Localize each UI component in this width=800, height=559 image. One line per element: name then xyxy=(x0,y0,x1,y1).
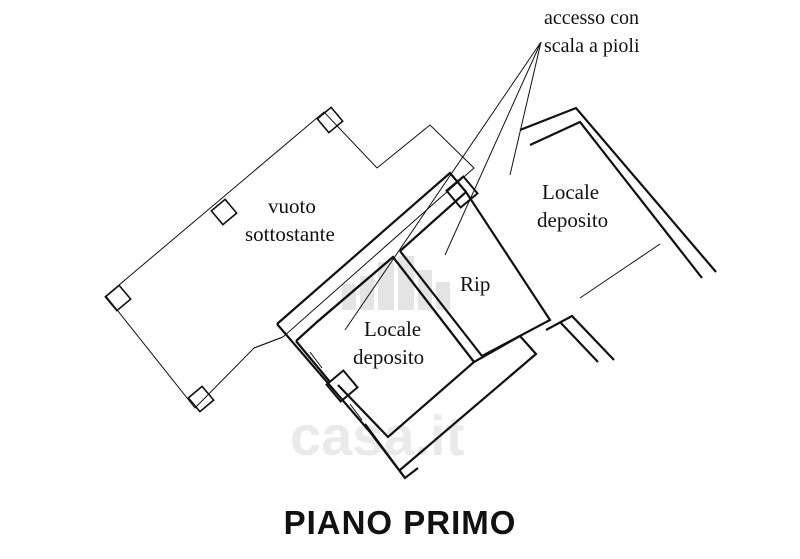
plan-title: PIANO PRIMO xyxy=(283,504,517,541)
leader-line-3 xyxy=(509,41,542,176)
partition-wall-a xyxy=(392,256,475,363)
label-void-line2: sottostante xyxy=(245,222,335,246)
window-mark-2 xyxy=(349,403,363,421)
window-mark-1 xyxy=(309,351,323,369)
watermark-text: casa.it xyxy=(290,404,464,467)
label-storage-top-line2: deposito xyxy=(537,208,608,232)
annotation-line2: scala a pioli xyxy=(544,35,640,57)
leader-line-1 xyxy=(344,41,542,331)
void-outline xyxy=(105,111,475,409)
leader-line-2 xyxy=(444,41,542,256)
void-lower-line xyxy=(253,336,284,349)
label-void-line1: vuoto xyxy=(268,194,316,218)
label-storage-bottom-line2: deposito xyxy=(353,345,424,369)
label-storage-bottom-line1: Locale xyxy=(364,317,421,341)
right-room-outer-wall xyxy=(519,106,717,273)
right-room-thin-wall xyxy=(579,243,661,299)
label-storage-top-line1: Locale xyxy=(542,180,599,204)
right-room-inner-wall xyxy=(529,120,703,279)
wall-bottom-closing xyxy=(364,423,419,480)
wall-lower-left-inner xyxy=(295,340,331,383)
label-rip: Rip xyxy=(460,272,490,296)
pillar-2 xyxy=(210,198,238,226)
pillar-4 xyxy=(187,385,215,413)
right-room-lower-wall xyxy=(545,314,615,361)
pillar-3 xyxy=(104,284,132,312)
partition-wall-b xyxy=(399,250,483,357)
right-room-lower-wall-inner xyxy=(559,321,599,363)
watermark-house-icon xyxy=(342,256,450,310)
pillar-6 xyxy=(325,369,359,403)
annotation-line1: accesso con xyxy=(544,7,639,29)
outer-wall-left xyxy=(276,171,467,325)
wall-lower-right xyxy=(399,334,538,471)
pillar-1 xyxy=(316,106,344,134)
